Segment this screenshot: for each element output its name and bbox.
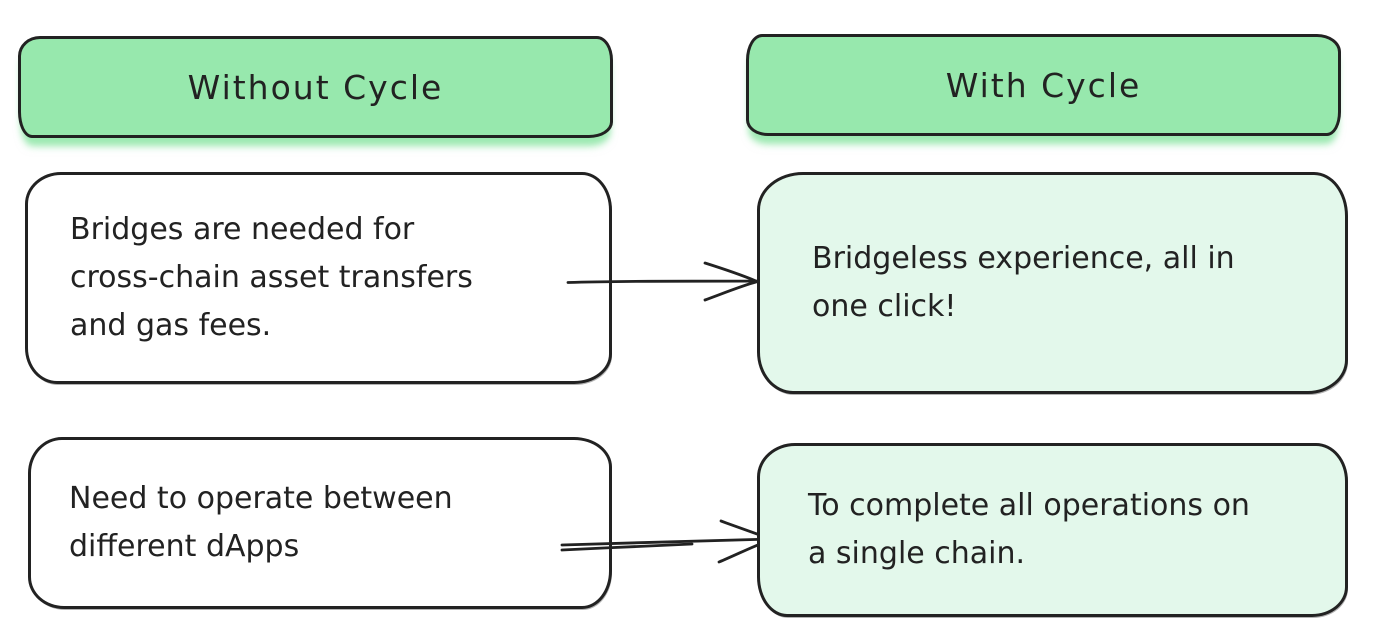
card-operate-between-dapps: Need to operate between different dApps	[28, 437, 612, 609]
header-without-cycle: Without Cycle	[18, 36, 613, 138]
header-with-cycle-label: With Cycle	[945, 65, 1142, 105]
right-arrow-icon	[566, 261, 758, 302]
card-bridgeless-experience: Bridgeless experience, all in one click!	[757, 172, 1348, 394]
card-single-chain-text: To complete all operations on a single c…	[808, 488, 1250, 571]
header-with-cycle: With Cycle	[746, 34, 1341, 136]
right-arrow-icon	[560, 519, 773, 564]
card-bridgeless-experience-text: Bridgeless experience, all in one click!	[812, 241, 1235, 324]
card-single-chain: To complete all operations on a single c…	[757, 443, 1348, 617]
header-without-cycle-label: Without Cycle	[187, 67, 444, 107]
card-bridges-needed: Bridges are needed for cross-chain asset…	[25, 172, 612, 384]
card-operate-between-dapps-text: Need to operate between different dApps	[69, 481, 453, 564]
card-bridges-needed-text: Bridges are needed for cross-chain asset…	[70, 212, 473, 343]
